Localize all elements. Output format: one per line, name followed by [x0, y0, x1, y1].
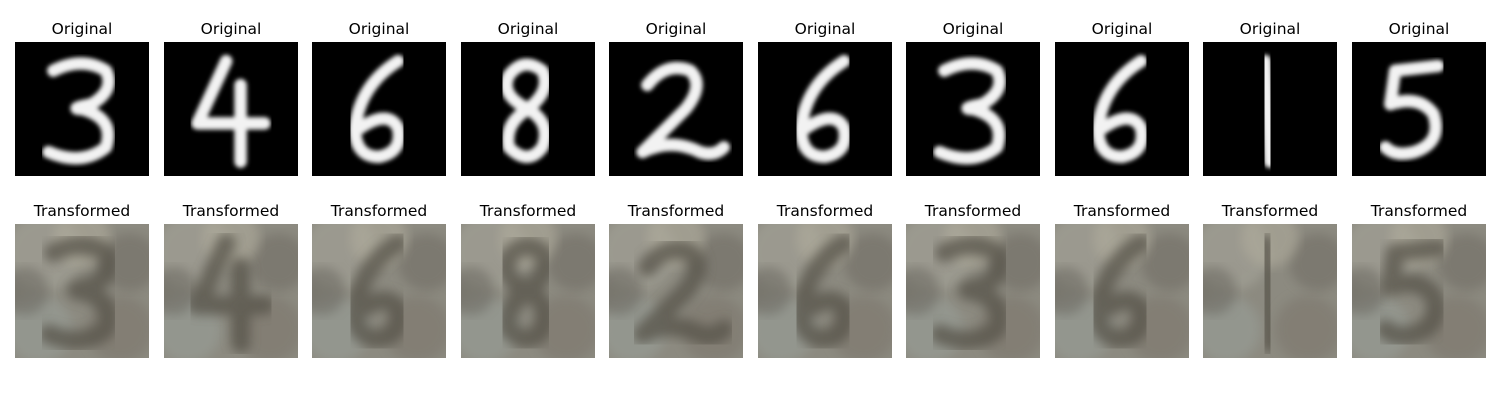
original-title: Original — [200, 20, 262, 38]
texture-blob — [1203, 267, 1237, 315]
transformed-digit-image — [461, 224, 595, 358]
original-cell: Original — [1352, 20, 1486, 176]
original-cell: Original — [758, 20, 892, 176]
transformed-title: Transformed — [1370, 202, 1468, 220]
transformed-digit-image — [1203, 224, 1337, 358]
original-title: Original — [348, 20, 410, 38]
original-title: Original — [1388, 20, 1450, 38]
texture-blob — [1274, 295, 1337, 358]
original-cell: Original — [15, 20, 149, 176]
digit-stroke — [933, 57, 1006, 165]
digit-stroke — [794, 54, 852, 164]
transformed-digit-image — [609, 224, 743, 358]
transformed-cell: Transformed — [1352, 202, 1486, 358]
original-title: Original — [1091, 20, 1153, 38]
transformed-digit-image — [906, 224, 1040, 358]
original-title: Original — [497, 20, 559, 38]
texture-blob — [695, 233, 743, 291]
transformed-title: Transformed — [627, 202, 725, 220]
transformed-cell: Transformed — [758, 202, 892, 358]
texture-blob — [906, 267, 940, 315]
transformed-title: Transformed — [330, 202, 428, 220]
transformed-digit-image — [758, 224, 892, 358]
transformed-cell: Transformed — [609, 202, 743, 358]
digit-stroke — [632, 240, 734, 346]
transformed-digit-image — [15, 224, 149, 358]
transformed-digit-image — [312, 224, 446, 358]
transformed-cell: Transformed — [164, 202, 298, 358]
original-digit-image — [461, 42, 595, 176]
original-title: Original — [51, 20, 113, 38]
digit-stroke — [500, 58, 552, 164]
texture-blob — [15, 267, 49, 315]
texture-blob — [1141, 233, 1189, 291]
original-digit-image — [1055, 42, 1189, 176]
original-cell: Original — [1055, 20, 1189, 176]
texture-blob — [609, 267, 643, 315]
transformed-cell: Transformed — [1203, 202, 1337, 358]
digit-stroke — [345, 233, 409, 349]
digit-stroke — [1088, 233, 1152, 349]
transformed-cell: Transformed — [906, 202, 1040, 358]
texture-blob — [1438, 233, 1486, 291]
transformed-cell: Transformed — [15, 202, 149, 358]
texture-blob — [844, 233, 892, 291]
transformed-cell: Transformed — [312, 202, 446, 358]
transformed-title: Transformed — [479, 202, 577, 220]
original-title: Original — [645, 20, 707, 38]
digit-stroke — [191, 54, 271, 168]
transformed-digit-image — [1055, 224, 1189, 358]
original-cell: Original — [461, 20, 595, 176]
transformed-digit-image — [1352, 224, 1486, 358]
texture-blob — [1055, 267, 1089, 315]
original-digit-image — [15, 42, 149, 176]
original-cell: Original — [312, 20, 446, 176]
original-digit-image — [906, 42, 1040, 176]
transformed-title: Transformed — [924, 202, 1022, 220]
original-title: Original — [1239, 20, 1301, 38]
transformed-digit-image — [164, 224, 298, 358]
digit-stroke — [1375, 238, 1448, 346]
original-cell: Original — [906, 20, 1040, 176]
texture-blob — [1289, 233, 1337, 291]
digit-stroke — [496, 237, 555, 349]
digit-stroke — [1255, 233, 1280, 354]
digit-stroke — [38, 235, 119, 350]
original-digit-image — [758, 42, 892, 176]
original-digit-image — [1203, 42, 1337, 176]
digit-stroke — [187, 233, 275, 354]
original-title: Original — [942, 20, 1004, 38]
texture-blob — [250, 233, 298, 291]
transformed-title: Transformed — [1221, 202, 1319, 220]
digit-stroke — [1258, 54, 1277, 168]
original-digit-image — [1352, 42, 1486, 176]
digit-stroke — [348, 54, 406, 164]
texture-blob — [1352, 267, 1386, 315]
original-cell: Original — [164, 20, 298, 176]
transformed-title: Transformed — [776, 202, 874, 220]
original-digit-image — [609, 42, 743, 176]
original-cell: Original — [1203, 20, 1337, 176]
transformed-title: Transformed — [1073, 202, 1171, 220]
original-cell: Original — [609, 20, 743, 176]
transformed-cell: Transformed — [1055, 202, 1189, 358]
transformed-cell: Transformed — [461, 202, 595, 358]
texture-blob — [547, 233, 595, 291]
texture-blob — [312, 267, 346, 315]
digit-stroke — [929, 235, 1010, 350]
texture-blob — [398, 233, 446, 291]
transformed-title: Transformed — [33, 202, 131, 220]
texture-blob — [758, 267, 792, 315]
digit-stroke — [636, 61, 731, 160]
digit-stroke — [1379, 59, 1445, 160]
texture-blob — [461, 267, 495, 315]
original-digit-image — [164, 42, 298, 176]
transformed-title: Transformed — [182, 202, 280, 220]
digit-stroke — [791, 233, 855, 349]
original-title: Original — [794, 20, 856, 38]
digit-stroke — [42, 57, 115, 165]
original-digit-image — [312, 42, 446, 176]
digit-stroke — [1091, 54, 1149, 164]
